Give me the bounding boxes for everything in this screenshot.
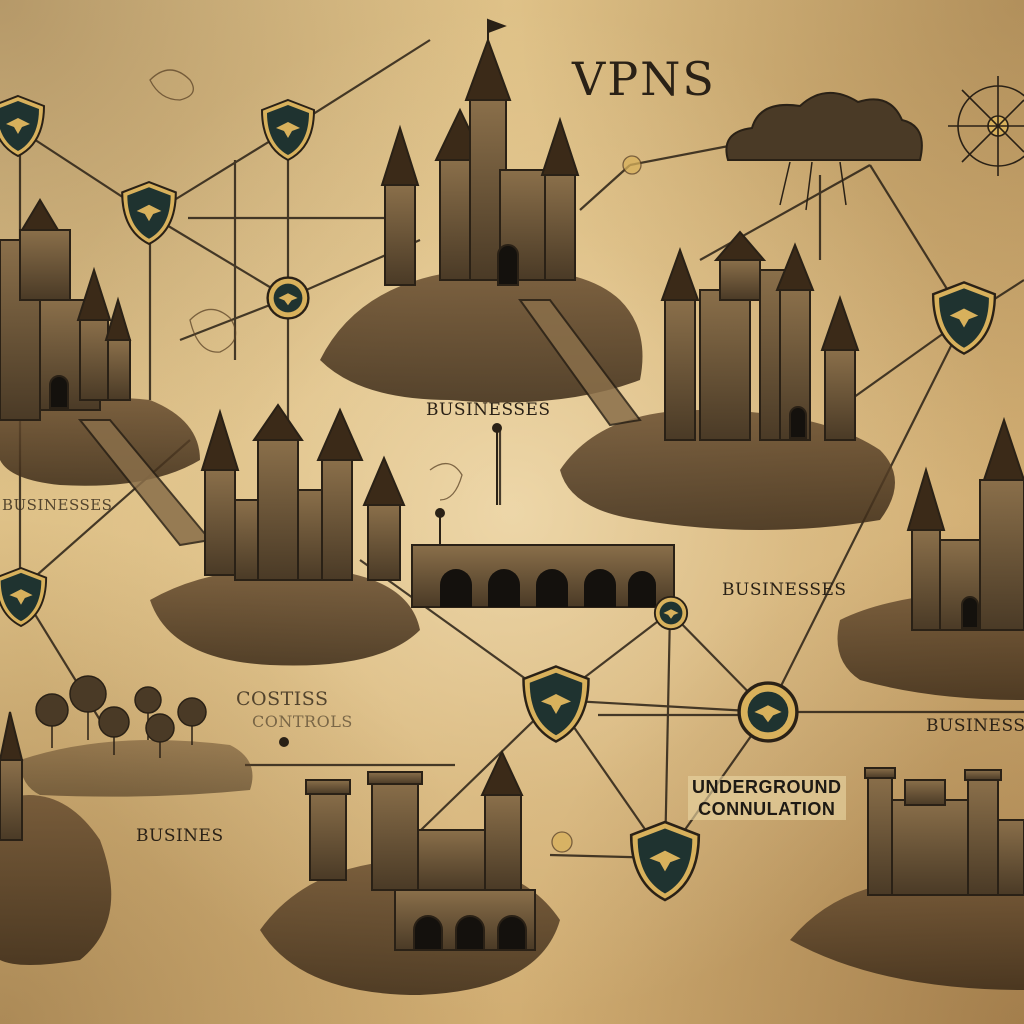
vpn-shield-icon[interactable] — [121, 181, 177, 245]
label-businesses-center: BUSINESSES — [426, 400, 551, 420]
label-underground-line1: UNDERGROUND — [692, 777, 842, 797]
compass-rose — [948, 76, 1024, 176]
map-pins — [279, 423, 502, 747]
stone-bridge — [411, 544, 675, 608]
castle-mid-right — [660, 230, 860, 441]
label-business-far-right: BUSINESS — [926, 716, 1024, 736]
vpn-shield-icon[interactable] — [522, 665, 590, 743]
storm-cloud — [725, 91, 923, 211]
castle-bottom-right — [864, 767, 1024, 896]
castle-bottom-center — [305, 749, 536, 951]
castle-bottom-left — [0, 711, 24, 841]
castle-top-left — [0, 198, 132, 421]
label-costs: COSTISS — [236, 688, 329, 710]
vpn-node-icon[interactable] — [737, 681, 799, 743]
castle-right — [906, 416, 1024, 631]
vpn-shield-icon[interactable] — [629, 820, 701, 902]
map-title: VPNS — [572, 52, 716, 106]
vpn-shield-icon[interactable] — [0, 95, 45, 157]
vpn-shield-icon[interactable] — [0, 567, 48, 627]
vpn-node-icon[interactable] — [653, 595, 689, 631]
label-underground-connection: UNDERGROUND CONNULATION — [688, 776, 846, 820]
sketch-doodles — [149, 69, 642, 853]
trees — [35, 675, 207, 758]
label-business-bottom-left: BUSINES — [136, 826, 224, 846]
castle-top-center — [380, 18, 580, 286]
label-businesses-right: BUSINESSES — [722, 580, 847, 600]
vpn-shield-icon[interactable] — [261, 99, 315, 161]
vpn-shield-icon[interactable] — [931, 281, 997, 355]
label-controls: CONTROLS — [252, 712, 353, 731]
label-underground-line2: CONNULATION — [698, 799, 836, 819]
label-businesses-left: BUSINESSES — [2, 496, 113, 514]
castle-mid-left — [200, 403, 406, 581]
network-lines — [18, 39, 1024, 861]
vpn-node-icon[interactable] — [266, 276, 310, 320]
hills — [0, 268, 1024, 995]
